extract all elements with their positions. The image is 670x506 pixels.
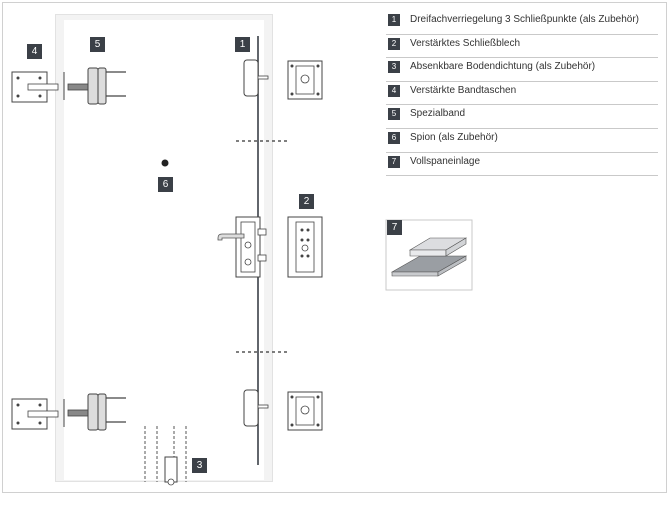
legend: 1 Dreifachverriegelung 3 Schließpunkte (… (386, 11, 658, 177)
legend-item-7: 7 Vollspaneinlage (386, 153, 658, 177)
strike-plate-bottom (287, 391, 323, 431)
legend-number: 4 (388, 84, 400, 97)
hinge-pocket-top (11, 71, 59, 103)
legend-number: 6 (388, 131, 400, 144)
legend-item-2: 2 Verstärktes Schließblech (386, 35, 658, 59)
legend-number: 2 (388, 37, 400, 50)
badge-multipoint-lock: 1 (235, 37, 250, 52)
legend-label: Spezialband (410, 108, 466, 120)
strike-plate-top (287, 60, 323, 100)
legend-item-5: 5 Spezialband (386, 105, 658, 129)
legend-number: 5 (388, 108, 400, 121)
legend-label: Spion (als Zubehör) (410, 131, 498, 143)
legend-number: 7 (388, 155, 400, 168)
badge-hinge-pockets: 4 (27, 44, 42, 59)
legend-number: 3 (388, 61, 400, 74)
badge-floor-seal: 3 (192, 458, 207, 473)
badge-peephole: 6 (158, 177, 173, 192)
legend-item-4: 4 Verstärkte Bandtaschen (386, 82, 658, 106)
badge-strike-plate: 2 (299, 194, 314, 209)
special-hinge-top (67, 67, 126, 105)
main-lock (217, 216, 267, 278)
legend-label: Vollspaneinlage (410, 155, 481, 167)
legend-item-6: 6 Spion (als Zubehör) (386, 129, 658, 153)
badge-special-hinge: 5 (90, 37, 105, 52)
legend-label: Verstärktes Schließblech (410, 37, 521, 49)
peephole (161, 159, 169, 167)
locking-bolt-top (243, 59, 269, 97)
strike-plate-middle (287, 216, 323, 278)
locking-bolt-bottom (243, 389, 269, 427)
legend-label: Dreifachverriegelung 3 Schließpunkte (al… (410, 14, 640, 25)
legend-item-1: 1 Dreifachverriegelung 3 Schließpunkte (… (386, 11, 658, 35)
floor-seal (144, 426, 187, 486)
special-hinge-bottom (67, 393, 126, 431)
legend-number: 1 (388, 14, 400, 26)
hinge-pocket-bottom (11, 398, 59, 430)
legend-label: Absenkbare Bodendichtung (als Zubehör) (410, 61, 596, 73)
badge-chipboard: 7 (387, 220, 402, 235)
legend-label: Verstärkte Bandtaschen (410, 84, 517, 96)
legend-item-3: 3 Absenkbare Bodendichtung (als Zubehör) (386, 58, 658, 82)
